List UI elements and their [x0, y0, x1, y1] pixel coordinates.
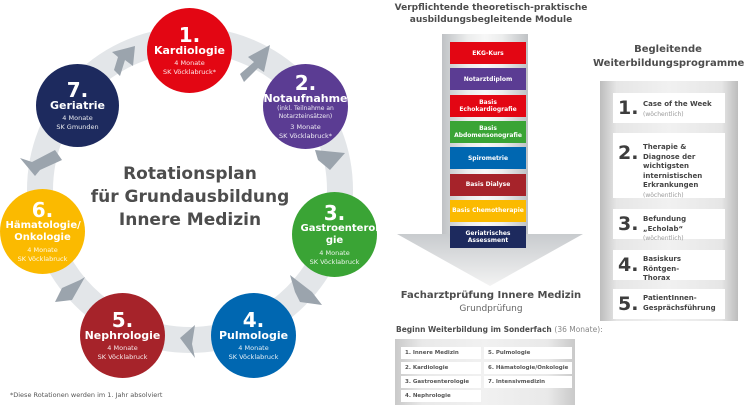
station-location: SK Vöcklabruck*	[278, 131, 332, 140]
exam-subtitle: Grundprüfung	[459, 304, 523, 314]
title-line: Rotationsplan	[123, 164, 257, 184]
station-number: 2.	[294, 71, 317, 95]
specialty-item: 2. Kardiologie	[401, 362, 481, 374]
specialty-item: 3. Gastroenterologie	[401, 376, 481, 388]
station-name: Notaufnahme	[263, 92, 348, 105]
station-name: Hämatologie/ Onkologie	[5, 220, 81, 243]
station-location: SK Vöcklabruck	[309, 257, 360, 266]
footnote: *Diese Rotationen werden im 1. Jahr abso…	[10, 391, 163, 399]
program-item: 1. Case of the Week (wöchentlich)	[613, 93, 725, 123]
program-item: 5. PatientInnen-Gesprächsführung	[613, 289, 725, 319]
specialty-title-text: Beginn Weiterbildung im Sonderfach	[396, 325, 552, 334]
program-item: 4. Basiskurs Röntgen-Thorax	[613, 250, 725, 282]
module-item: Spirometrie	[450, 147, 526, 170]
station-name: Kardiologie	[153, 44, 225, 57]
program-text: Basiskurs Röntgen-Thorax	[643, 255, 682, 282]
program-text: PatientInnen-Gesprächsführung	[643, 294, 716, 312]
program-note: (wöchentlich)	[643, 191, 684, 199]
title-line: Begleitende	[634, 44, 702, 55]
program-number: 3.	[618, 213, 639, 235]
program-number: 5.	[618, 293, 639, 315]
title-line: Verpflichtende theoretisch-praktische	[394, 3, 588, 13]
programs-title: Begleitende Weiterbildungsprogramme	[593, 43, 745, 71]
station-name: Geriatrie	[49, 99, 106, 112]
program-note: (wöchentlich)	[643, 110, 684, 118]
station-name: Gastroenterolo-gie	[300, 223, 390, 246]
station-2: 2. Notaufnahme (inkl. Teilnahme an Notar…	[263, 64, 348, 149]
station-number: 6.	[31, 198, 54, 222]
specialty-item: 5. Pulmologie	[484, 347, 572, 359]
station-number: 1.	[178, 23, 201, 47]
specialty-item: 1. Innere Medizin	[401, 347, 481, 359]
module-item: Basis Abdomensonografie	[450, 120, 526, 143]
station-3: 3. Gastroenterolo-gie 4 Monate SK Vöckla…	[292, 192, 390, 277]
module-item: Geriatrisches Assessment	[450, 226, 526, 249]
station-1: 1. Kardiologie 4 Monate SK Vöcklabruck*	[147, 8, 232, 93]
station-subtitle: (inkl. Teilnahme an Notarzteinsätzen)	[277, 105, 334, 120]
rotation-plan-title: Rotationsplan für Grundausbildung Innere…	[90, 163, 290, 232]
station-location: SK Vöcklabruck*	[162, 67, 216, 76]
arrow-2-to-3	[315, 150, 345, 170]
module-item: Basis Chemotherapie	[450, 199, 526, 222]
program-text: Befundung „Echolab“	[643, 215, 687, 233]
module-item: EKG-Kurs	[450, 42, 526, 64]
station-location: SK Vöcklabruck	[228, 352, 279, 361]
exam-title: Facharztprüfung Innere Medizin	[400, 290, 582, 301]
station-number: 7.	[66, 78, 89, 102]
station-number: 3.	[323, 201, 346, 225]
title-line: Weiterbildungsprogramme	[593, 58, 745, 69]
station-4: 4. Pulmologie 4 Monate SK Vöcklabruck	[211, 293, 296, 378]
station-number: 4.	[242, 308, 265, 332]
arrow-7-to-1	[112, 46, 135, 76]
station-duration: 4 Monate	[238, 344, 269, 352]
program-text: Therapie & Diagnose der wichtigsten inte…	[643, 143, 703, 189]
station-number: 5.	[111, 308, 134, 332]
station-name: Nephrologie	[84, 329, 161, 342]
program-note: (wöchentlich)	[643, 235, 684, 242]
module-item: Notarztdiplom	[450, 68, 526, 91]
arrow-1-to-2	[240, 45, 270, 82]
specialty-title-note: (36 Monate):	[554, 325, 603, 334]
station-location: SK Gmunden	[56, 122, 99, 131]
modules-title: Verpflichtende theoretisch-praktische au…	[385, 2, 597, 26]
program-item: 2. Therapie & Diagnose der wichtigsten i…	[613, 133, 725, 199]
program-number: 2.	[618, 142, 639, 164]
program-text: Case of the Week	[643, 100, 712, 108]
module-item: Basis Echokardiografie	[450, 94, 526, 117]
station-duration: 3 Monate	[290, 123, 321, 131]
station-name: Pulmologie	[218, 329, 289, 342]
module-item: Basis Dialyse	[450, 173, 526, 196]
station-duration: 4 Monate	[62, 114, 93, 122]
station-5: 5. Nephrologie 4 Monate SK Vöcklabruck	[80, 293, 165, 378]
arrow-3-to-4	[290, 275, 322, 305]
arrow-6-to-7	[20, 150, 62, 176]
station-location: SK Vöcklabruck	[97, 352, 148, 361]
program-number: 4.	[618, 254, 639, 276]
specialty-item: 7. Intensivmedizin	[484, 376, 572, 388]
program-number: 1.	[618, 97, 639, 119]
arrow-4-to-5	[180, 325, 195, 358]
station-duration: 4 Monate	[319, 249, 350, 257]
station-7: 7. Geriatrie 4 Monate SK Gmunden	[36, 64, 119, 147]
title-line: für Grundausbildung	[90, 187, 290, 207]
station-duration: 4 Monate	[107, 344, 138, 352]
station-duration: 4 Monate	[174, 59, 205, 67]
specialty-title: Beginn Weiterbildung im Sonderfach (36 M…	[396, 325, 603, 334]
title-line: Innere Medizin	[118, 210, 262, 230]
station-location: SK Vöcklabruck	[17, 254, 68, 263]
station-6: 6. Hämatologie/ Onkologie 4 Monate SK Vö…	[0, 189, 85, 274]
station-duration: 4 Monate	[27, 246, 58, 254]
title-line: ausbildungsbegleitende Module	[409, 15, 573, 25]
arrow-5-to-6	[55, 277, 85, 302]
program-item: 3. Befundung „Echolab“ (wöchentlich)	[613, 209, 725, 242]
specialty-item: 6. Hämatologie/Onkologie	[484, 362, 572, 374]
specialty-item: 4. Nephrologie	[401, 390, 481, 402]
